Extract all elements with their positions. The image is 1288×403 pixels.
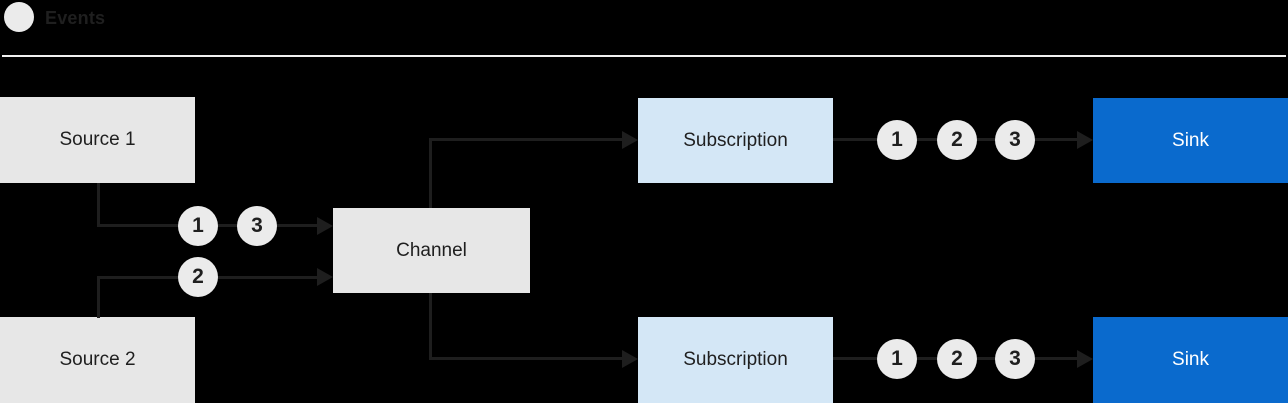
sink-top-label: Sink: [1172, 129, 1209, 151]
events-legend-label: Events: [45, 8, 106, 28]
event-number: 1: [891, 128, 903, 151]
source1-to-channel-arrowhead-icon: [317, 217, 333, 235]
channel-label: Channel: [396, 239, 467, 261]
source2-label: Source 2: [59, 349, 136, 370]
event-circle: 3: [237, 206, 277, 246]
channel-node: Channel: [333, 208, 530, 293]
event-number: 1: [192, 214, 204, 237]
source2-node: Source 2: [0, 317, 195, 403]
events-legend-circle-icon: [4, 2, 34, 32]
source2-to-channel-arrowhead-icon: [317, 268, 333, 286]
event-number: 3: [1009, 128, 1021, 151]
event-number: 2: [951, 128, 963, 151]
channel-to-subscription-bottom-horizontal: [429, 357, 625, 360]
sink-bottom-label: Sink: [1172, 349, 1209, 370]
subscription-top-node: Subscription: [638, 98, 833, 183]
source2-connector-vertical: [97, 276, 100, 318]
subscription-bottom-label: Subscription: [683, 349, 788, 370]
event-number: 3: [251, 214, 263, 237]
sink-top-node: Sink: [1093, 98, 1288, 183]
event-number: 2: [951, 347, 963, 370]
event-circle: 1: [877, 120, 917, 160]
event-circle: 2: [178, 257, 218, 297]
subscription-top-label: Subscription: [683, 129, 788, 151]
source1-node: Source 1: [0, 97, 195, 183]
channel-to-subscription-top-horizontal: [429, 138, 625, 141]
event-circle: 1: [877, 339, 917, 379]
event-circle: 1: [178, 206, 218, 246]
event-circle: 2: [937, 339, 977, 379]
legend-divider: [2, 55, 1286, 57]
event-number: 3: [1009, 347, 1021, 370]
channel-to-subscription-top-arrowhead-icon: [622, 131, 638, 149]
channel-to-subscription-bottom-arrowhead-icon: [622, 350, 638, 368]
channel-to-subscription-bottom-vertical: [429, 293, 432, 360]
source1-connector-vertical: [97, 183, 100, 227]
event-circle: 3: [995, 120, 1035, 160]
event-number: 1: [891, 347, 903, 370]
event-circle: 3: [995, 339, 1035, 379]
subscription-top-to-sink-arrowhead-icon: [1077, 131, 1093, 149]
channel-to-subscription-top-vertical: [429, 138, 432, 208]
subscription-bottom-node: Subscription: [638, 317, 833, 403]
subscription-bottom-to-sink-arrowhead-icon: [1077, 350, 1093, 368]
source1-label: Source 1: [59, 129, 136, 150]
sink-bottom-node: Sink: [1093, 317, 1288, 403]
event-number: 2: [192, 265, 204, 288]
event-circle: 2: [937, 120, 977, 160]
